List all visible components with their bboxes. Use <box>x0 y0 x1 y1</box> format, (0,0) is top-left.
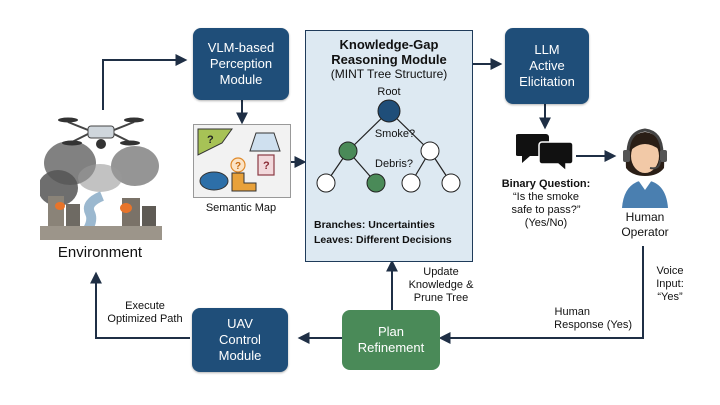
perception-line1: VLM-based <box>207 40 275 55</box>
voice-input-label: Voice Input: “Yes” <box>646 265 694 304</box>
arrow-env-to-perception <box>102 54 188 110</box>
mint-tree-diagram: Root Smoke? Debris? <box>316 86 461 193</box>
llm-line3: Elicitation <box>519 74 575 89</box>
semantic-map-image: ? ? ? <box>193 124 291 198</box>
reasoning-title-line1: Knowledge-Gap <box>339 37 439 52</box>
voice-line2: Input: <box>656 278 684 290</box>
reasoning-leaves-text: Leaves: Different Decisions <box>314 234 452 246</box>
execute-line2: Optimized Path <box>107 313 183 325</box>
execute-path-label: Execute Optimized Path <box>100 300 190 326</box>
update-line2: Knowledge & <box>408 279 474 291</box>
llm-line2: Active <box>529 58 565 73</box>
reasoning-module-panel[interactable]: Knowledge-Gap Reasoning Module (MINT Tre… <box>305 30 473 262</box>
tree-leaf-2 <box>366 173 386 193</box>
perception-line3: Module <box>219 72 263 87</box>
operator-line2: Operator <box>621 225 669 239</box>
binary-question-block: Binary Question: “Is the smoke safe to p… <box>492 178 600 230</box>
tree-smoke-label: Smoke? <box>375 128 415 140</box>
tree-root-node <box>377 99 401 123</box>
binary-question-line2: safe to pass?” <box>511 204 581 216</box>
reasoning-title-line2: Reasoning Module <box>331 52 447 67</box>
operator-line1: Human <box>625 210 665 224</box>
human-operator-label: Human Operator <box>610 210 680 240</box>
plan-line1: Plan <box>377 324 405 339</box>
execute-line1: Execute <box>125 300 165 312</box>
uav-line3: Module <box>218 348 262 363</box>
tree-right-node <box>420 141 440 161</box>
uav-control-box[interactable]: UAV Control Module <box>192 308 288 372</box>
response-line1: Human <box>554 306 590 318</box>
environment-label: Environment <box>57 244 143 261</box>
tree-debris-label: Debris? <box>375 158 413 170</box>
map-q1: ? <box>207 134 214 146</box>
plan-refinement-box[interactable]: Plan Refinement <box>342 310 440 370</box>
tree-leaf-4 <box>441 173 461 193</box>
perception-module-box[interactable]: VLM-based Perception Module <box>193 28 289 100</box>
arrow-uav-to-environment <box>90 271 190 339</box>
perception-line2: Perception <box>209 56 273 71</box>
human-response-label: Human Response (Yes) <box>512 306 632 332</box>
update-line1: Update <box>423 266 459 278</box>
drone-icon <box>58 117 144 149</box>
voice-line3: “Yes” <box>657 291 683 303</box>
binary-question-line1: “Is the smoke <box>512 191 580 203</box>
speech-bubbles-icon <box>515 130 576 174</box>
tree-leaf-3 <box>401 173 421 193</box>
llm-line1: LLM <box>534 42 560 57</box>
reasoning-subtitle: (MINT Tree Structure) <box>330 67 448 81</box>
binary-question-line3: (Yes/No) <box>524 217 568 229</box>
reasoning-branches-text: Branches: Uncertainties <box>314 219 435 231</box>
tree-root-label: Root <box>377 86 400 98</box>
voice-line1: Voice <box>656 265 684 277</box>
tree-smoke-node <box>338 141 358 161</box>
map-q3: ? <box>263 160 270 172</box>
environment-illustration <box>38 108 162 244</box>
update-knowledge-label: Update Knowledge & Prune Tree <box>402 266 480 305</box>
map-q2: ? <box>235 161 241 172</box>
llm-elicitation-box[interactable]: LLM Active Elicitation <box>505 28 589 104</box>
arrow-operator-to-plan <box>438 246 644 344</box>
binary-question-title: Binary Question: <box>501 178 591 190</box>
human-operator-avatar <box>612 124 678 208</box>
response-line2: Response (Yes) <box>554 319 632 331</box>
plan-line2: Refinement <box>357 340 425 355</box>
update-line3: Prune Tree <box>413 292 469 304</box>
semantic-map-label: Semantic Map <box>205 202 277 214</box>
uav-line2: Control <box>219 332 261 347</box>
uav-line1: UAV <box>227 316 253 331</box>
tree-leaf-1 <box>316 173 336 193</box>
